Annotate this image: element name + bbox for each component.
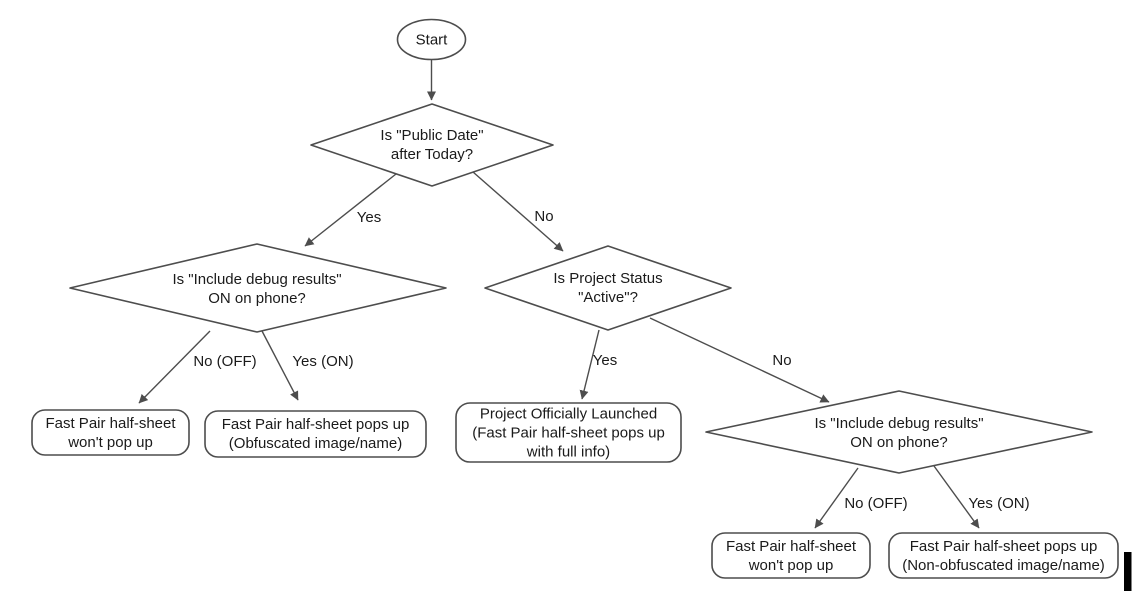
decision-diamond-public-date bbox=[310, 103, 554, 187]
outcome-box-no-popup-right bbox=[711, 532, 871, 579]
decision-diamond-debug-left bbox=[69, 243, 447, 333]
edge-debug-left-no-off bbox=[138, 330, 211, 404]
edge-debug-left-yes-on bbox=[261, 330, 299, 401]
decision-diamond-debug-right bbox=[705, 390, 1093, 474]
edge-project-status-no bbox=[649, 317, 830, 403]
outcome-box-obfuscated bbox=[204, 410, 427, 458]
edge-debug-right-yes-on bbox=[933, 465, 980, 529]
edge-project-status-yes bbox=[579, 329, 600, 400]
text-caret-artifact bbox=[1124, 552, 1132, 591]
decision-diamond-project-status bbox=[484, 245, 732, 331]
outcome-box-launched bbox=[455, 402, 682, 463]
start-ellipse bbox=[396, 18, 467, 61]
outcome-box-no-popup-left bbox=[31, 409, 190, 456]
edge-debug-right-no-off bbox=[814, 467, 859, 529]
outcome-box-non-obfuscated bbox=[888, 532, 1119, 579]
edge-public-date-yes bbox=[304, 173, 397, 247]
edge-public-date-no bbox=[472, 171, 564, 252]
